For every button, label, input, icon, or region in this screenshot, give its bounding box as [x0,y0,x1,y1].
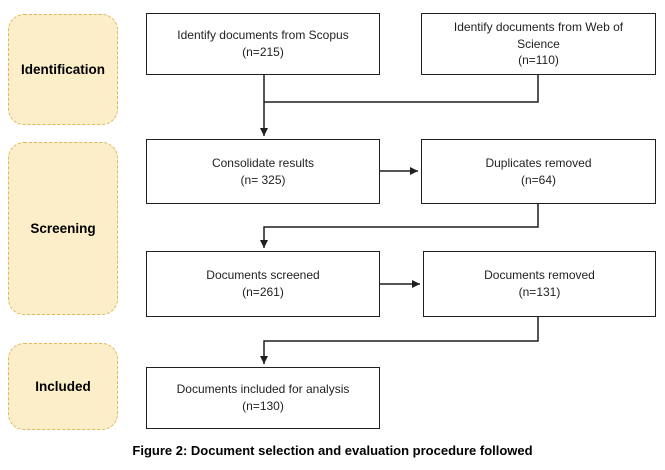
connector-duplicates-to-screened [260,204,539,248]
stage-identification-label: Identification [21,62,105,77]
box-identify-web-of-science-count: (n=110) [518,53,559,68]
connector-wos-join [264,75,539,103]
box-documents-screened: Documents screened (n=261) [146,251,380,317]
stage-identification: Identification [8,14,118,125]
box-duplicates-removed-count: (n=64) [520,172,557,187]
box-identify-scopus: Identify documents from Scopus (n=215) [146,13,380,75]
stage-screening-label: Screening [30,221,96,236]
stage-included: Included [8,343,118,430]
stage-screening: Screening [8,142,118,315]
connector-removed-to-included [260,317,539,364]
box-documents-removed-title: Documents removed [484,268,595,283]
box-documents-included: Documents included for analysis (n=130) [146,367,380,429]
figure-caption: Figure 2: Document selection and evaluat… [132,443,533,458]
box-consolidate-results-count: (n= 325) [240,172,286,187]
stage-included-label: Included [35,379,91,394]
box-identify-scopus-count: (n=215) [242,45,284,59]
box-documents-included-count: (n=130) [242,399,284,413]
box-duplicates-removed: Duplicates removed (n=64) [421,139,656,204]
box-documents-removed-count: (n=131) [518,285,561,299]
box-documents-screened-count: (n=261) [242,285,284,299]
box-documents-screened-title: Documents screened [206,268,320,283]
box-documents-included-title: Documents included for analysis [176,382,350,397]
box-consolidate-results-title: Consolidate results [211,155,315,170]
box-identify-scopus-title: Identify documents from Scopus [177,28,349,43]
box-consolidate-results: Consolidate results (n= 325) [146,139,380,204]
box-identify-web-of-science-title: Identify documents from Web of Science [453,19,624,51]
box-identify-web-of-science: Identify documents from Web of Science (… [421,13,656,75]
box-duplicates-removed-title: Duplicates removed [485,155,592,170]
box-documents-removed: Documents removed (n=131) [423,251,656,317]
